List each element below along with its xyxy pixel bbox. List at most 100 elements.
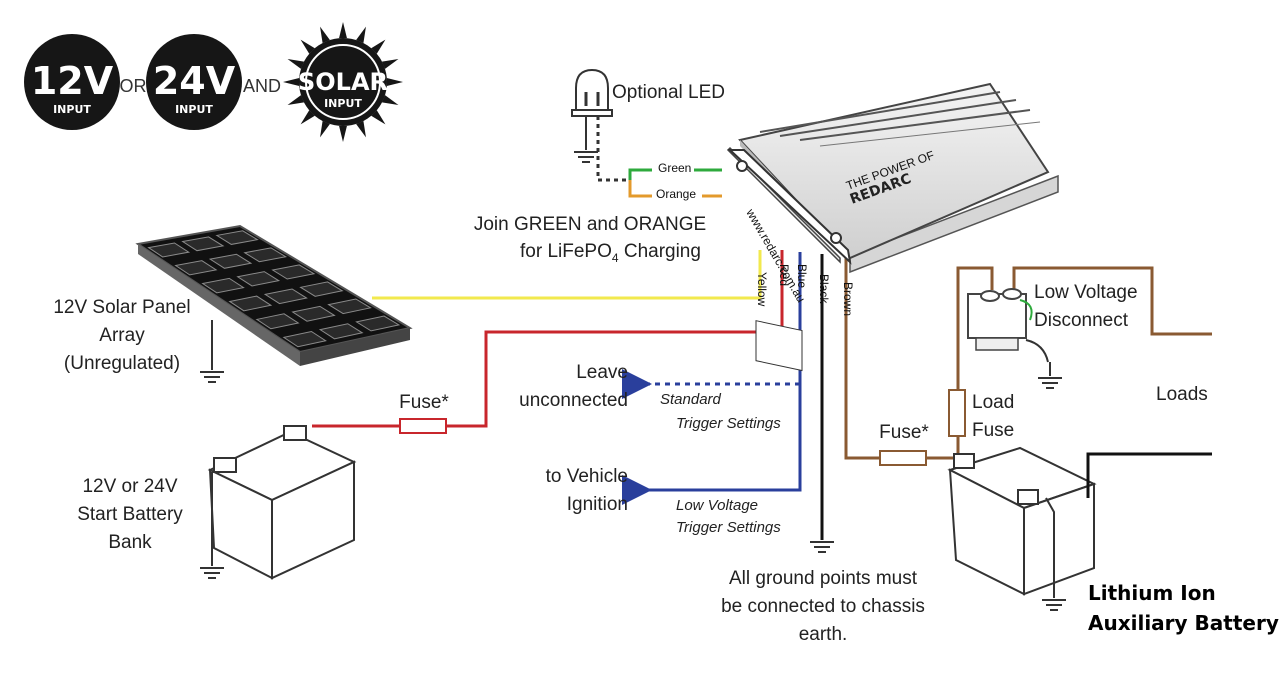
aux-battery-label-line1: Lithium Ion bbox=[1088, 581, 1216, 605]
badge-and: AND bbox=[243, 76, 281, 96]
solar-cell bbox=[355, 315, 401, 332]
solar-cell bbox=[215, 230, 259, 245]
sun-ray bbox=[283, 78, 300, 86]
badge-12v: 12V INPUT bbox=[24, 34, 120, 130]
ground-icon-start-battery bbox=[200, 567, 224, 579]
solar-cell bbox=[282, 330, 327, 348]
wire-brown-loads bbox=[1012, 266, 1212, 336]
sun-ray bbox=[320, 120, 330, 138]
ground-note-line2: be connected to chassis bbox=[721, 596, 925, 617]
sun-ray bbox=[300, 39, 315, 54]
start-battery-label-line2: Start Battery bbox=[77, 504, 183, 525]
leave-label-line2: unconnected bbox=[519, 390, 628, 411]
solar-cell bbox=[327, 298, 372, 315]
wire-black-loads bbox=[1086, 452, 1212, 498]
leave-label-line1: Leave bbox=[576, 362, 628, 383]
solar-panel-label-line3: (Unregulated) bbox=[64, 353, 180, 374]
solar-cell bbox=[208, 253, 253, 269]
badge-solar: SOLAR INPUT bbox=[283, 22, 403, 142]
wire-orange-label: Orange bbox=[656, 187, 696, 201]
sun-ray bbox=[386, 78, 403, 86]
wire-red-label: Red bbox=[777, 264, 791, 286]
low-voltage-trigger-line1: Low Voltage bbox=[676, 497, 758, 514]
solar-cell bbox=[147, 242, 191, 258]
aux-battery-icon bbox=[947, 446, 1097, 596]
sun-ray bbox=[371, 39, 386, 54]
led-lead-dashed bbox=[596, 116, 630, 182]
solar-cell bbox=[236, 271, 281, 287]
fuse-right-icon bbox=[879, 450, 927, 466]
start-battery-icon bbox=[207, 425, 357, 580]
start-battery-label-line1: 12V or 24V bbox=[82, 476, 177, 497]
badge-24v: 24V INPUT bbox=[146, 34, 242, 130]
load-fuse-label-line1: Load bbox=[972, 392, 1014, 413]
solar-cell bbox=[271, 264, 316, 280]
standard-trigger-line2: Trigger Settings bbox=[676, 415, 781, 432]
badge-solar-sub: INPUT bbox=[324, 97, 362, 110]
sun-ray bbox=[339, 22, 347, 39]
ground-icon-aux-battery bbox=[1042, 599, 1066, 611]
badge-or: OR bbox=[120, 76, 147, 96]
loads-label: Loads bbox=[1156, 384, 1208, 405]
lvd-label-line1: Low Voltage bbox=[1034, 282, 1138, 303]
ignition-label-line2: Ignition bbox=[567, 494, 628, 515]
fuse-left-label: Fuse* bbox=[399, 392, 449, 413]
aux-battery-ground-lead bbox=[1045, 497, 1055, 598]
join-note-line2: for LiFePO4 Charging bbox=[520, 241, 701, 265]
badge-24v-sub: INPUT bbox=[175, 103, 213, 116]
start-battery-label-line3: Bank bbox=[108, 532, 152, 553]
aux-battery-label-line2: Auxiliary Battery bbox=[1088, 611, 1279, 635]
solar-cell bbox=[201, 277, 245, 294]
badge-solar-value: SOLAR bbox=[298, 68, 388, 96]
wire-yellow-label: Yellow bbox=[755, 272, 769, 307]
solar-cell bbox=[263, 288, 308, 305]
solar-cell bbox=[318, 323, 364, 340]
lvd-relay-icon bbox=[967, 288, 1049, 363]
wire-green-label: Green bbox=[658, 161, 691, 175]
ground-icon-solar bbox=[200, 371, 224, 383]
wire-brown-label: Brown bbox=[841, 282, 855, 316]
led-label: Optional LED bbox=[612, 82, 725, 103]
ground-note-line1: All ground points must bbox=[729, 568, 918, 589]
ground-icon-lvd bbox=[1038, 377, 1062, 389]
ignition-label-line1: to Vehicle bbox=[546, 466, 628, 487]
join-note-line1: Join GREEN and ORANGE bbox=[474, 214, 706, 235]
fuse-left-icon bbox=[399, 418, 447, 434]
sun-ray bbox=[381, 59, 399, 69]
solar-cell bbox=[291, 305, 336, 322]
wire-orange-label-bg bbox=[652, 186, 702, 202]
sun-ray bbox=[371, 110, 386, 125]
led-icon bbox=[571, 68, 613, 117]
sun-ray bbox=[339, 125, 347, 142]
sun-ray bbox=[320, 26, 330, 44]
wire-blue bbox=[622, 252, 802, 505]
solar-panel-icon bbox=[135, 224, 413, 366]
ground-note-line3: earth. bbox=[799, 624, 848, 645]
wire-black-label: Black bbox=[817, 274, 831, 304]
lvd-label-line2: Disconnect bbox=[1034, 310, 1129, 331]
sun-ray bbox=[287, 59, 305, 69]
sun-ray bbox=[356, 120, 366, 138]
sun-ray bbox=[381, 95, 399, 105]
wire-brown-lvd-in bbox=[956, 266, 994, 458]
low-voltage-trigger-line2: Trigger Settings bbox=[676, 519, 781, 536]
solar-cell bbox=[299, 281, 344, 297]
sun-ray bbox=[300, 110, 315, 125]
wire-green-label-bg bbox=[652, 160, 694, 176]
wire-blue-label: Blue bbox=[795, 264, 809, 288]
standard-trigger-line1: Standard bbox=[660, 391, 722, 408]
badge-12v-value: 12V bbox=[31, 59, 114, 103]
load-fuse-icon bbox=[948, 389, 966, 437]
solar-cell bbox=[174, 260, 218, 276]
fuse-right-label: Fuse* bbox=[879, 422, 929, 443]
badge-12v-sub: INPUT bbox=[53, 103, 91, 116]
solar-panel-label-line1: 12V Solar Panel bbox=[53, 297, 190, 318]
ground-icon-black bbox=[810, 541, 834, 553]
sun-ray bbox=[287, 95, 305, 105]
badge-24v-value: 24V bbox=[153, 59, 236, 103]
solar-cell bbox=[255, 313, 300, 330]
sun-icon bbox=[283, 22, 403, 142]
wire-yellow bbox=[372, 250, 762, 300]
